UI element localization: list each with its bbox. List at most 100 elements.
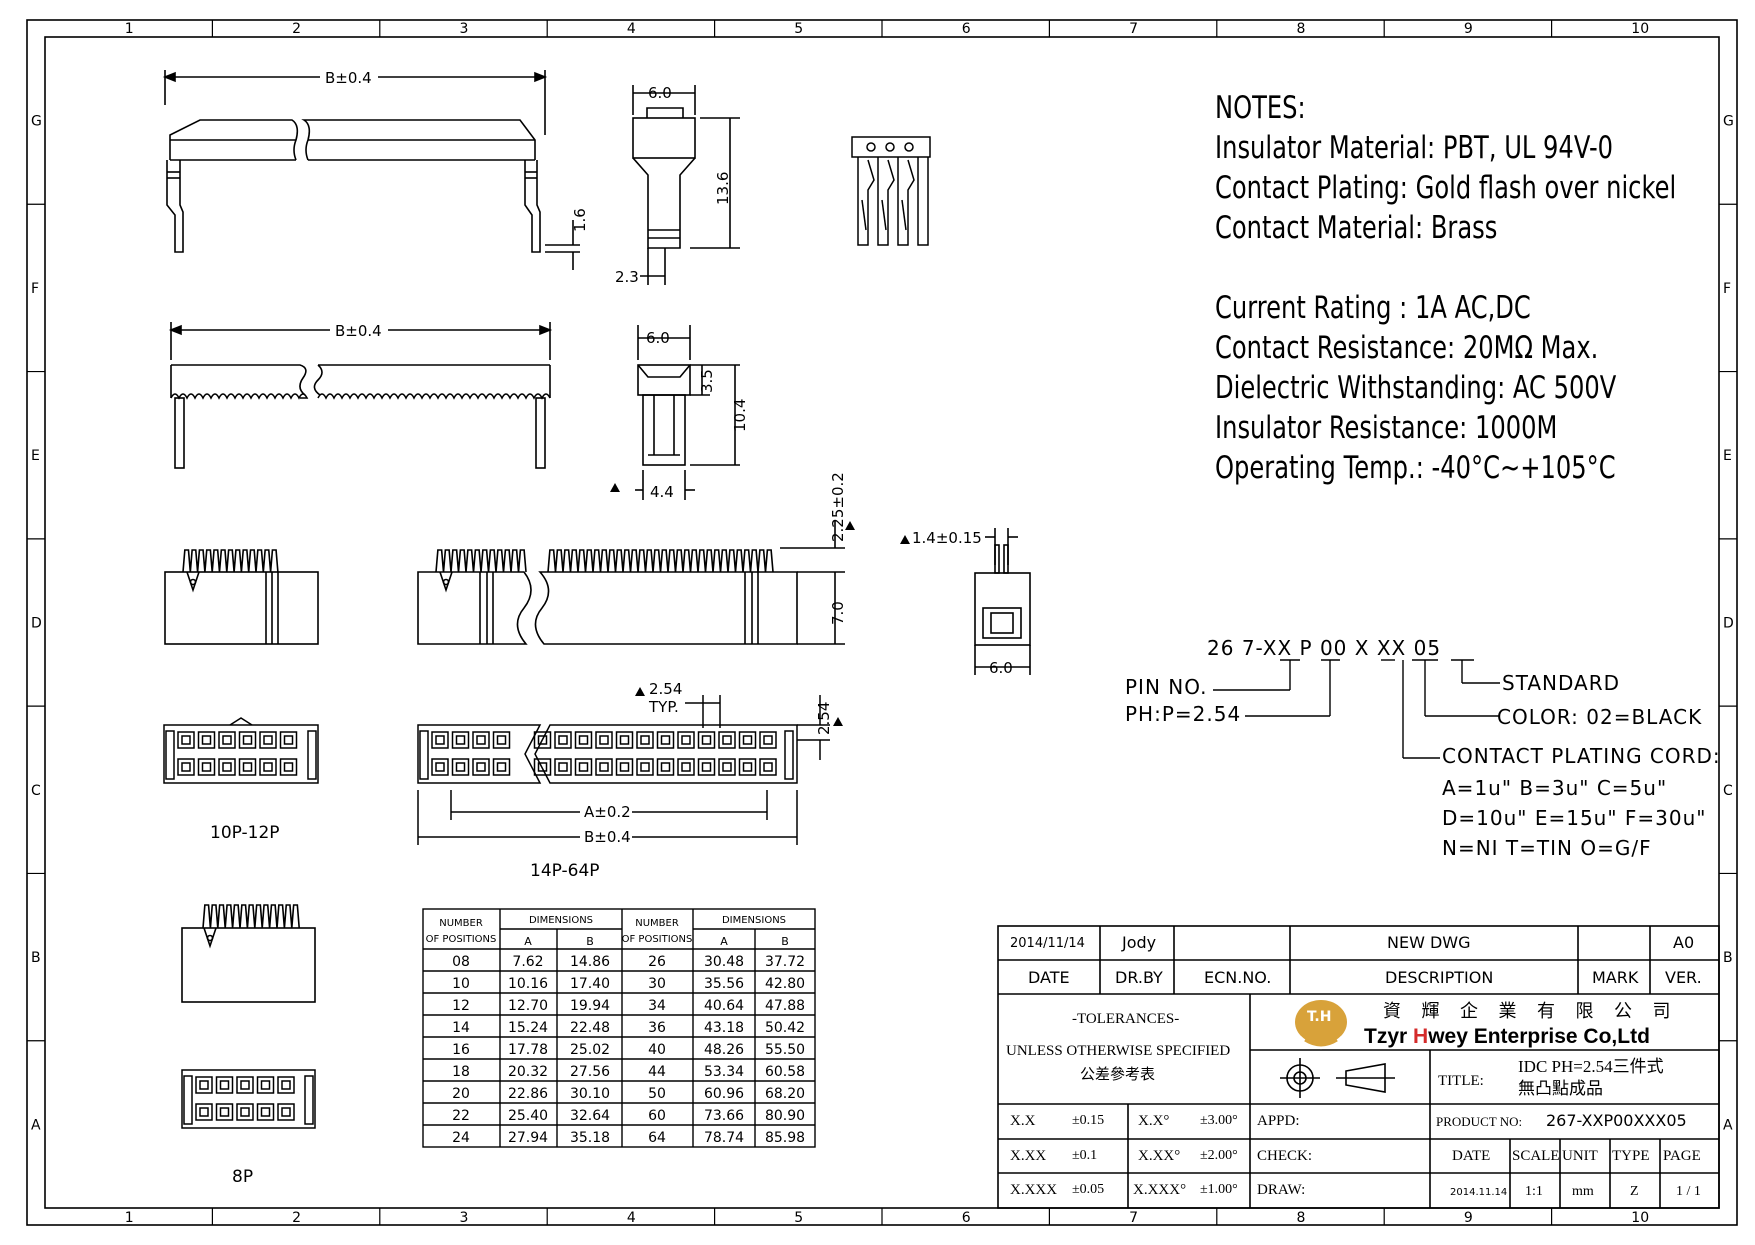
header-mark: MARK <box>1592 968 1639 987</box>
zone-row-label: G <box>31 114 42 130</box>
v-type: Z <box>1630 1184 1639 1199</box>
table-cell: 30 <box>648 976 666 992</box>
contact-cell-inner <box>681 735 691 745</box>
table-cell: 20.32 <box>508 1064 548 1080</box>
zone-col-label: 10 <box>1631 1210 1649 1226</box>
contact-cell-inner <box>283 735 294 745</box>
contact-cell <box>492 731 511 749</box>
contact-cell-inner <box>260 1107 271 1117</box>
contact-cell-inner <box>599 735 609 745</box>
zone-row-label: A <box>1723 1117 1733 1133</box>
contact-cell <box>574 731 593 749</box>
contact-cell <box>656 731 675 749</box>
code-seg: 7- <box>1241 636 1263 660</box>
zone-row-label: B <box>1723 950 1733 966</box>
contact-cell <box>492 758 511 776</box>
header-date: DATE <box>1028 968 1070 987</box>
code-seg: XX <box>1376 636 1407 660</box>
contact-cell-inner <box>242 735 253 745</box>
v-date: 2014.11.14 <box>1450 1187 1508 1198</box>
table-cell: 43.18 <box>704 1020 744 1036</box>
zone-col-label: 1 <box>125 21 134 37</box>
header-drby: DR.BY <box>1115 968 1163 987</box>
table-cell: 14.86 <box>570 954 610 970</box>
zone-row-label: C <box>1723 783 1733 799</box>
note-line: Insulator Material: PBT, UL 94V-0 <box>1215 130 1614 166</box>
zone-row-label: A <box>31 1117 41 1133</box>
contact-cell <box>615 731 634 749</box>
company-en-part: wey Enterprise Co,Ltd <box>1428 1025 1650 1048</box>
tol-r3-c: X.XXX° <box>1133 1182 1187 1198</box>
header-ver: VER. <box>1665 968 1702 987</box>
table-cell: 14 <box>452 1020 470 1036</box>
end-view-top <box>632 85 740 285</box>
contact-cell-inner <box>578 762 589 772</box>
table-cell: 47.88 <box>765 998 805 1014</box>
contact-cell <box>236 1076 254 1094</box>
zone-col-label: 6 <box>962 21 971 37</box>
note-spacer <box>1215 253 1676 293</box>
contact-cell-inner <box>763 735 773 745</box>
company-en: Tzyr Hwey Enterprise Co,Ltd <box>1364 1026 1650 1047</box>
table-cell: 78.74 <box>704 1130 744 1146</box>
dim-4-4: 4.4 <box>650 483 674 501</box>
contact-cell-inner <box>240 1107 250 1117</box>
front-view-14p <box>417 520 845 645</box>
contact-cell <box>256 1103 275 1121</box>
contact-cell-inner <box>660 762 671 772</box>
contact-cell <box>256 1076 275 1094</box>
contact-cell-inner <box>578 735 589 745</box>
zone-col-label: 4 <box>627 1210 636 1226</box>
zone-row-label: D <box>31 616 42 632</box>
contact-cell <box>279 731 298 749</box>
zone-col-label: 3 <box>460 1210 469 1226</box>
table-header-positions: OF POSITIONS <box>426 934 497 945</box>
contact-cell-inner <box>281 1080 291 1090</box>
note-line: Contact Material: Brass <box>1215 210 1498 246</box>
appd-label: APPD: <box>1257 1113 1300 1129</box>
contact-cell <box>215 1076 234 1094</box>
contact-cell <box>277 1076 295 1094</box>
dim-10-4: 10.4 <box>731 399 749 432</box>
side-view-mid <box>168 322 553 469</box>
draw-label: DRAW: <box>1257 1182 1306 1198</box>
contact-cell <box>636 758 654 776</box>
table-cell: 17.40 <box>570 976 610 992</box>
h2-scale: SCALE <box>1512 1148 1560 1164</box>
code-seg: 05 <box>1413 636 1442 660</box>
contact-cell-inner <box>763 762 773 772</box>
dim-13-6: 13.6 <box>714 172 732 205</box>
contact-cell-inner <box>263 735 273 745</box>
contact-cell <box>218 758 236 776</box>
contact-cell-inner <box>537 735 548 745</box>
table-header-dims: DIMENSIONS <box>722 915 786 926</box>
rev-ver: A0 <box>1673 933 1695 952</box>
zone-col-label: 7 <box>1129 1210 1138 1226</box>
tol-r3-a: X.XXX <box>1010 1182 1058 1198</box>
zone-col-label: 9 <box>1464 1210 1473 1226</box>
table-cell: 17.78 <box>508 1042 548 1058</box>
note-line: Current Rating : 1A AC,DC <box>1215 290 1531 326</box>
dim-6-0-a: 6.0 <box>648 84 672 102</box>
company-en-text: Tzyr Hwey Enterprise Co,Ltd <box>1364 1025 1650 1048</box>
tol-heading: -TOLERANCES- <box>1072 1011 1180 1027</box>
contact-cell <box>595 731 613 749</box>
note-line: Contact Resistance: 20MΩ Max. <box>1215 330 1599 366</box>
contact-cell-inner <box>242 762 253 772</box>
zone-row-label: E <box>1723 448 1732 464</box>
table-cell: 50 <box>648 1086 666 1102</box>
contact-detail <box>851 136 931 246</box>
table-cell: 27.94 <box>508 1130 548 1146</box>
table-cell: 27.56 <box>570 1064 610 1080</box>
table-cell: 80.90 <box>765 1108 805 1124</box>
contact-cell <box>197 758 216 776</box>
table-cell: 42.80 <box>765 976 805 992</box>
contact-cell-inner <box>455 762 466 772</box>
h2-unit: UNIT <box>1562 1148 1598 1164</box>
zone-row-label: D <box>1723 616 1734 632</box>
contact-cell <box>738 758 757 776</box>
notes-heading: NOTES: <box>1215 90 1306 126</box>
code-pitch: PH:P=2.54 <box>1125 702 1242 726</box>
contact-cell-inner <box>558 735 568 745</box>
contact-cell-inner <box>722 735 732 745</box>
